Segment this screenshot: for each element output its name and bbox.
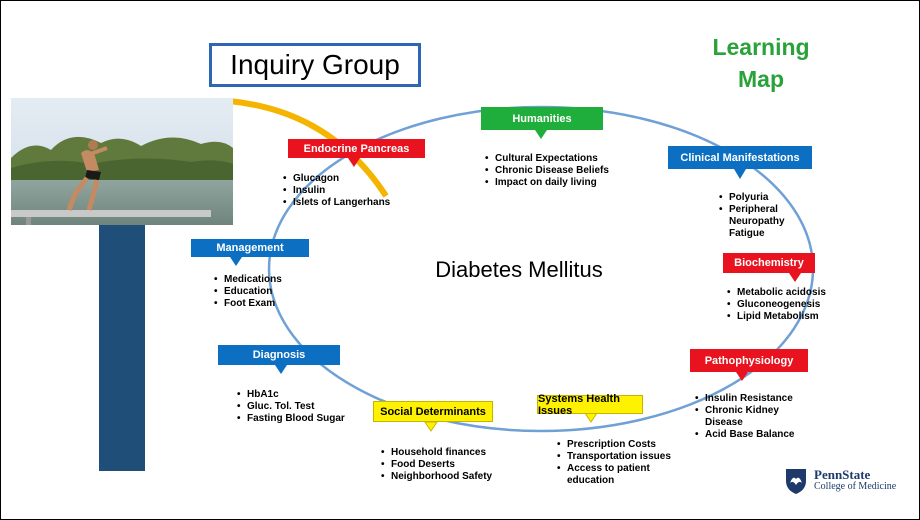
learning-map-heading: Learning Map <box>691 31 831 95</box>
list-item: Household finances <box>381 447 492 459</box>
list-item: Access to patient education <box>557 463 677 487</box>
arrow-clinical <box>734 169 746 179</box>
list-item: Chronic Disease Beliefs <box>485 165 609 177</box>
list-item: Acid Base Balance <box>695 429 795 441</box>
list-systems: Prescription Costs Transportation issues… <box>557 439 677 487</box>
list-clinical: Polyuria Peripheral Neuropathy Fatigue <box>719 192 819 240</box>
list-item: Polyuria <box>719 192 819 204</box>
list-humanities: Cultural Expectations Chronic Disease Be… <box>485 153 609 189</box>
side-bar <box>99 225 145 471</box>
label-clinical-manifestations[interactable]: Clinical Manifestations <box>668 146 812 169</box>
list-item: Prescription Costs <box>557 439 677 451</box>
list-item: Lipid Metabolism <box>727 311 827 323</box>
center-topic: Diabetes Mellitus <box>435 257 603 282</box>
list-item: Insulin Resistance <box>695 393 795 405</box>
arrow-management <box>230 257 242 266</box>
label-humanities[interactable]: Humanities <box>481 107 603 130</box>
arrow-patho <box>736 372 748 381</box>
label-pathophysiology[interactable]: Pathophysiology <box>690 349 808 372</box>
list-management: Medications Education Foot Exam <box>214 274 282 310</box>
arrow-endocrine <box>348 158 360 167</box>
pennstate-logo: PennState College of Medicine <box>784 461 918 501</box>
list-item: Food Deserts <box>381 459 492 471</box>
list-item: Islets of Langerhans <box>283 197 390 209</box>
list-item: Metabolic acidosis <box>727 287 827 299</box>
list-diagnosis: HbA1c Gluc. Tol. Test Fasting Blood Suga… <box>237 389 345 425</box>
list-item: Insulin <box>283 185 390 197</box>
label-systems-health-issues[interactable]: Systems Health Issues <box>537 393 643 417</box>
arrow-biochemistry <box>789 273 801 282</box>
label-social-determinants[interactable]: Social Determinants <box>373 401 493 422</box>
label-endocrine-pancreas[interactable]: Endocrine Pancreas <box>288 139 425 158</box>
list-item: Education <box>214 286 282 298</box>
label-biochemistry[interactable]: Biochemistry <box>723 253 815 273</box>
list-item: Medications <box>214 274 282 286</box>
list-item: HbA1c <box>237 389 345 401</box>
page-title: Inquiry Group <box>209 43 421 87</box>
learning-map-line2: Map <box>738 66 784 92</box>
list-endocrine: Glucagon Insulin Islets of Langerhans <box>283 173 390 209</box>
learning-map-line1: Learning <box>712 34 810 60</box>
list-pathophysiology: Insulin Resistance Chronic Kidney Diseas… <box>695 393 795 441</box>
list-item: Foot Exam <box>214 298 282 310</box>
list-item: Glucagon <box>283 173 390 185</box>
arrow-humanities <box>535 130 547 139</box>
logo-name: PennState <box>814 467 871 482</box>
logo-subtitle: College of Medicine <box>814 481 897 492</box>
shield-icon <box>786 469 806 494</box>
list-item: Cultural Expectations <box>485 153 609 165</box>
list-item: Chronic Kidney Disease <box>695 405 795 429</box>
arrow-diagnosis <box>275 365 287 374</box>
list-item: Fatigue <box>729 228 765 239</box>
list-item: Transportation issues <box>557 451 677 463</box>
label-diagnosis[interactable]: Diagnosis <box>218 345 340 365</box>
list-item: Impact on daily living <box>485 177 609 189</box>
list-item: Gluc. Tol. Test <box>237 401 345 413</box>
list-social: Household finances Food Deserts Neighbor… <box>381 447 492 483</box>
arrow-social <box>424 421 438 432</box>
list-item: Neighborhood Safety <box>381 471 492 483</box>
list-biochemistry: Metabolic acidosis Gluconeogenesis Lipid… <box>727 287 827 323</box>
list-item: Fasting Blood Sugar <box>237 413 345 425</box>
swimmer-photo <box>11 98 233 225</box>
list-item: Peripheral Neuropathy <box>719 204 819 228</box>
label-management[interactable]: Management <box>191 239 309 257</box>
list-item: Gluconeogenesis <box>727 299 827 311</box>
